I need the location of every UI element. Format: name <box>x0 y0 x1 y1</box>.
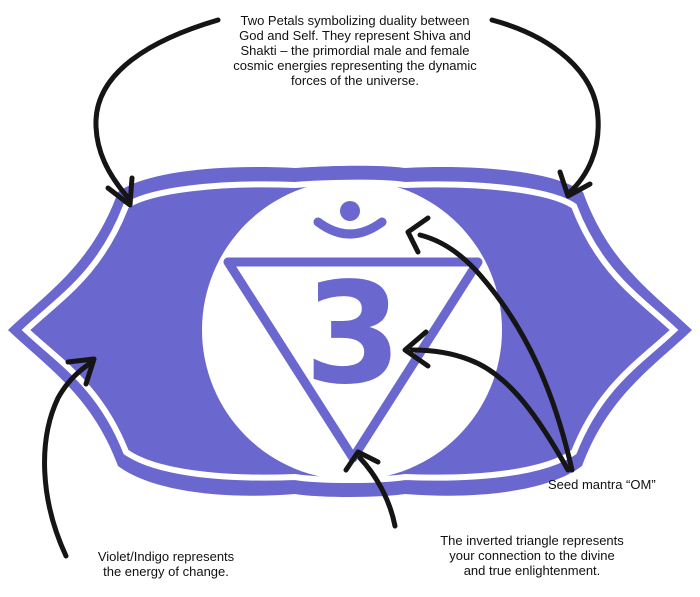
arrow-to-triangle-tip <box>343 449 398 529</box>
arrow-to-left-petal <box>93 17 221 208</box>
center-circle <box>202 180 502 480</box>
petals-annotation: Two Petals symbolizing duality between G… <box>190 13 520 88</box>
color-annotation: Violet/Indigo represents the energy of c… <box>52 549 280 579</box>
annotation-line: God and Self. They represent Shiva and <box>239 28 471 43</box>
arrow-to-right-petal <box>489 17 601 199</box>
annotation-line: Shakti – the primordial male and female <box>240 43 470 58</box>
arrow-to-crescent <box>405 215 575 473</box>
annotation-line: Seed mantra “OM” <box>548 477 656 492</box>
triangle-annotation: The inverted triangle represents your co… <box>406 533 658 578</box>
seed-mantra-annotation: Seed mantra “OM” <box>548 477 678 492</box>
annotation-line: The inverted triangle represents <box>440 533 624 548</box>
annotation-line: Two Petals symbolizing duality between <box>240 13 470 28</box>
om-chandrabindu-icon <box>313 201 387 239</box>
arrow-to-seed-glyph <box>402 329 571 473</box>
arrow-to-indigo-petal <box>42 356 97 559</box>
annotation-line: the energy of change. <box>103 564 229 579</box>
annotation-line: and true enlightenment. <box>463 563 601 578</box>
annotation-line: forces of the universe. <box>291 73 419 88</box>
annotation-line: your connection to the divine <box>449 548 615 563</box>
petals-inner-outline <box>21 179 679 483</box>
annotation-line: Violet/Indigo represents <box>97 549 235 564</box>
annotation-line: cosmic energies representing the dynamic <box>233 58 477 73</box>
seed-mantra-glyph: 3 <box>304 253 401 416</box>
